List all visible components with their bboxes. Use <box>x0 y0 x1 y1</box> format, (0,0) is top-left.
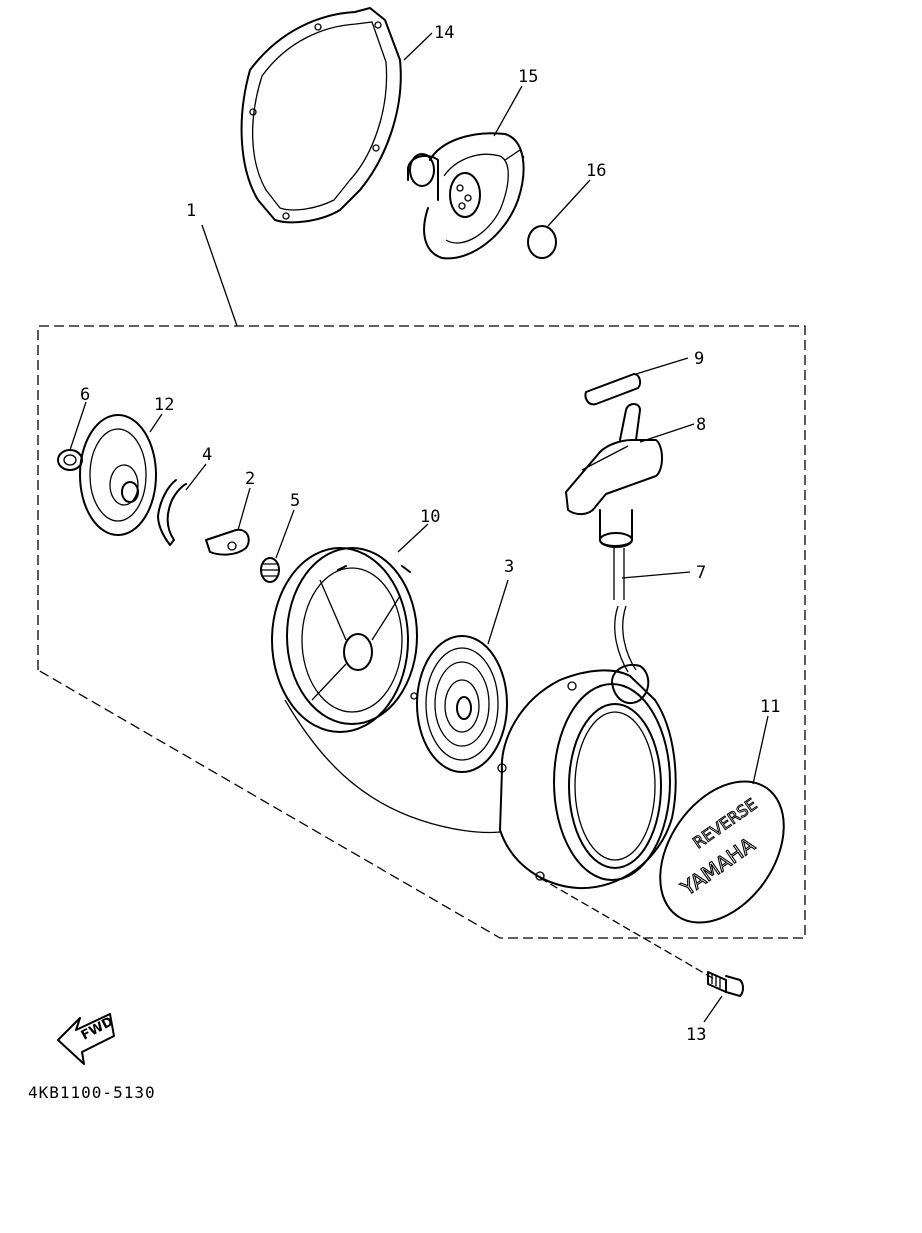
callout-1: 1 <box>186 201 196 221</box>
callout-8: 8 <box>696 415 706 435</box>
gasket-part <box>240 7 402 224</box>
handle-cap-part <box>584 373 642 406</box>
drive-plate-part <box>79 414 157 536</box>
fwd-direction-arrow: FWD <box>57 1013 116 1065</box>
starter-housing <box>497 664 677 890</box>
callout-11: 11 <box>760 697 780 717</box>
leader-lines <box>69 32 769 1023</box>
rope-part <box>613 548 637 673</box>
diagram-reference-code: 4KB1100-5130 <box>28 1083 156 1102</box>
callout-2: 2 <box>245 469 255 489</box>
callout-14: 14 <box>434 23 454 43</box>
friction-spring-part <box>157 479 187 546</box>
fwd-label: FWD <box>79 1014 116 1043</box>
callout-3: 3 <box>504 557 514 577</box>
callout-15: 15 <box>518 67 538 87</box>
callout-12: 12 <box>154 395 174 415</box>
nut-part <box>57 449 83 471</box>
callout-9: 9 <box>694 349 704 369</box>
callout-13: 13 <box>686 1025 706 1045</box>
callout-16: 16 <box>586 161 606 181</box>
bolt-part <box>707 971 744 997</box>
callout-6: 6 <box>80 385 90 405</box>
sheave-drum-part <box>271 547 418 733</box>
pawl-spring-part <box>260 557 280 583</box>
spiral-spring-part <box>410 635 508 773</box>
emblem-logo-text: YAMAHA <box>676 832 760 901</box>
callout-5: 5 <box>290 491 300 511</box>
callout-labels: 1 2 3 4 5 6 7 8 9 10 11 12 13 14 15 16 <box>80 23 780 1045</box>
rope-tail <box>284 699 501 834</box>
pawl-part <box>205 528 250 556</box>
pulley-part <box>407 132 525 260</box>
bolt-leader <box>539 877 717 981</box>
handle-part <box>565 403 663 548</box>
assembly-boundary <box>37 325 806 939</box>
o-ring-part <box>527 225 557 259</box>
callout-10: 10 <box>420 507 440 527</box>
callout-7: 7 <box>696 563 706 583</box>
callout-4: 4 <box>202 445 212 465</box>
